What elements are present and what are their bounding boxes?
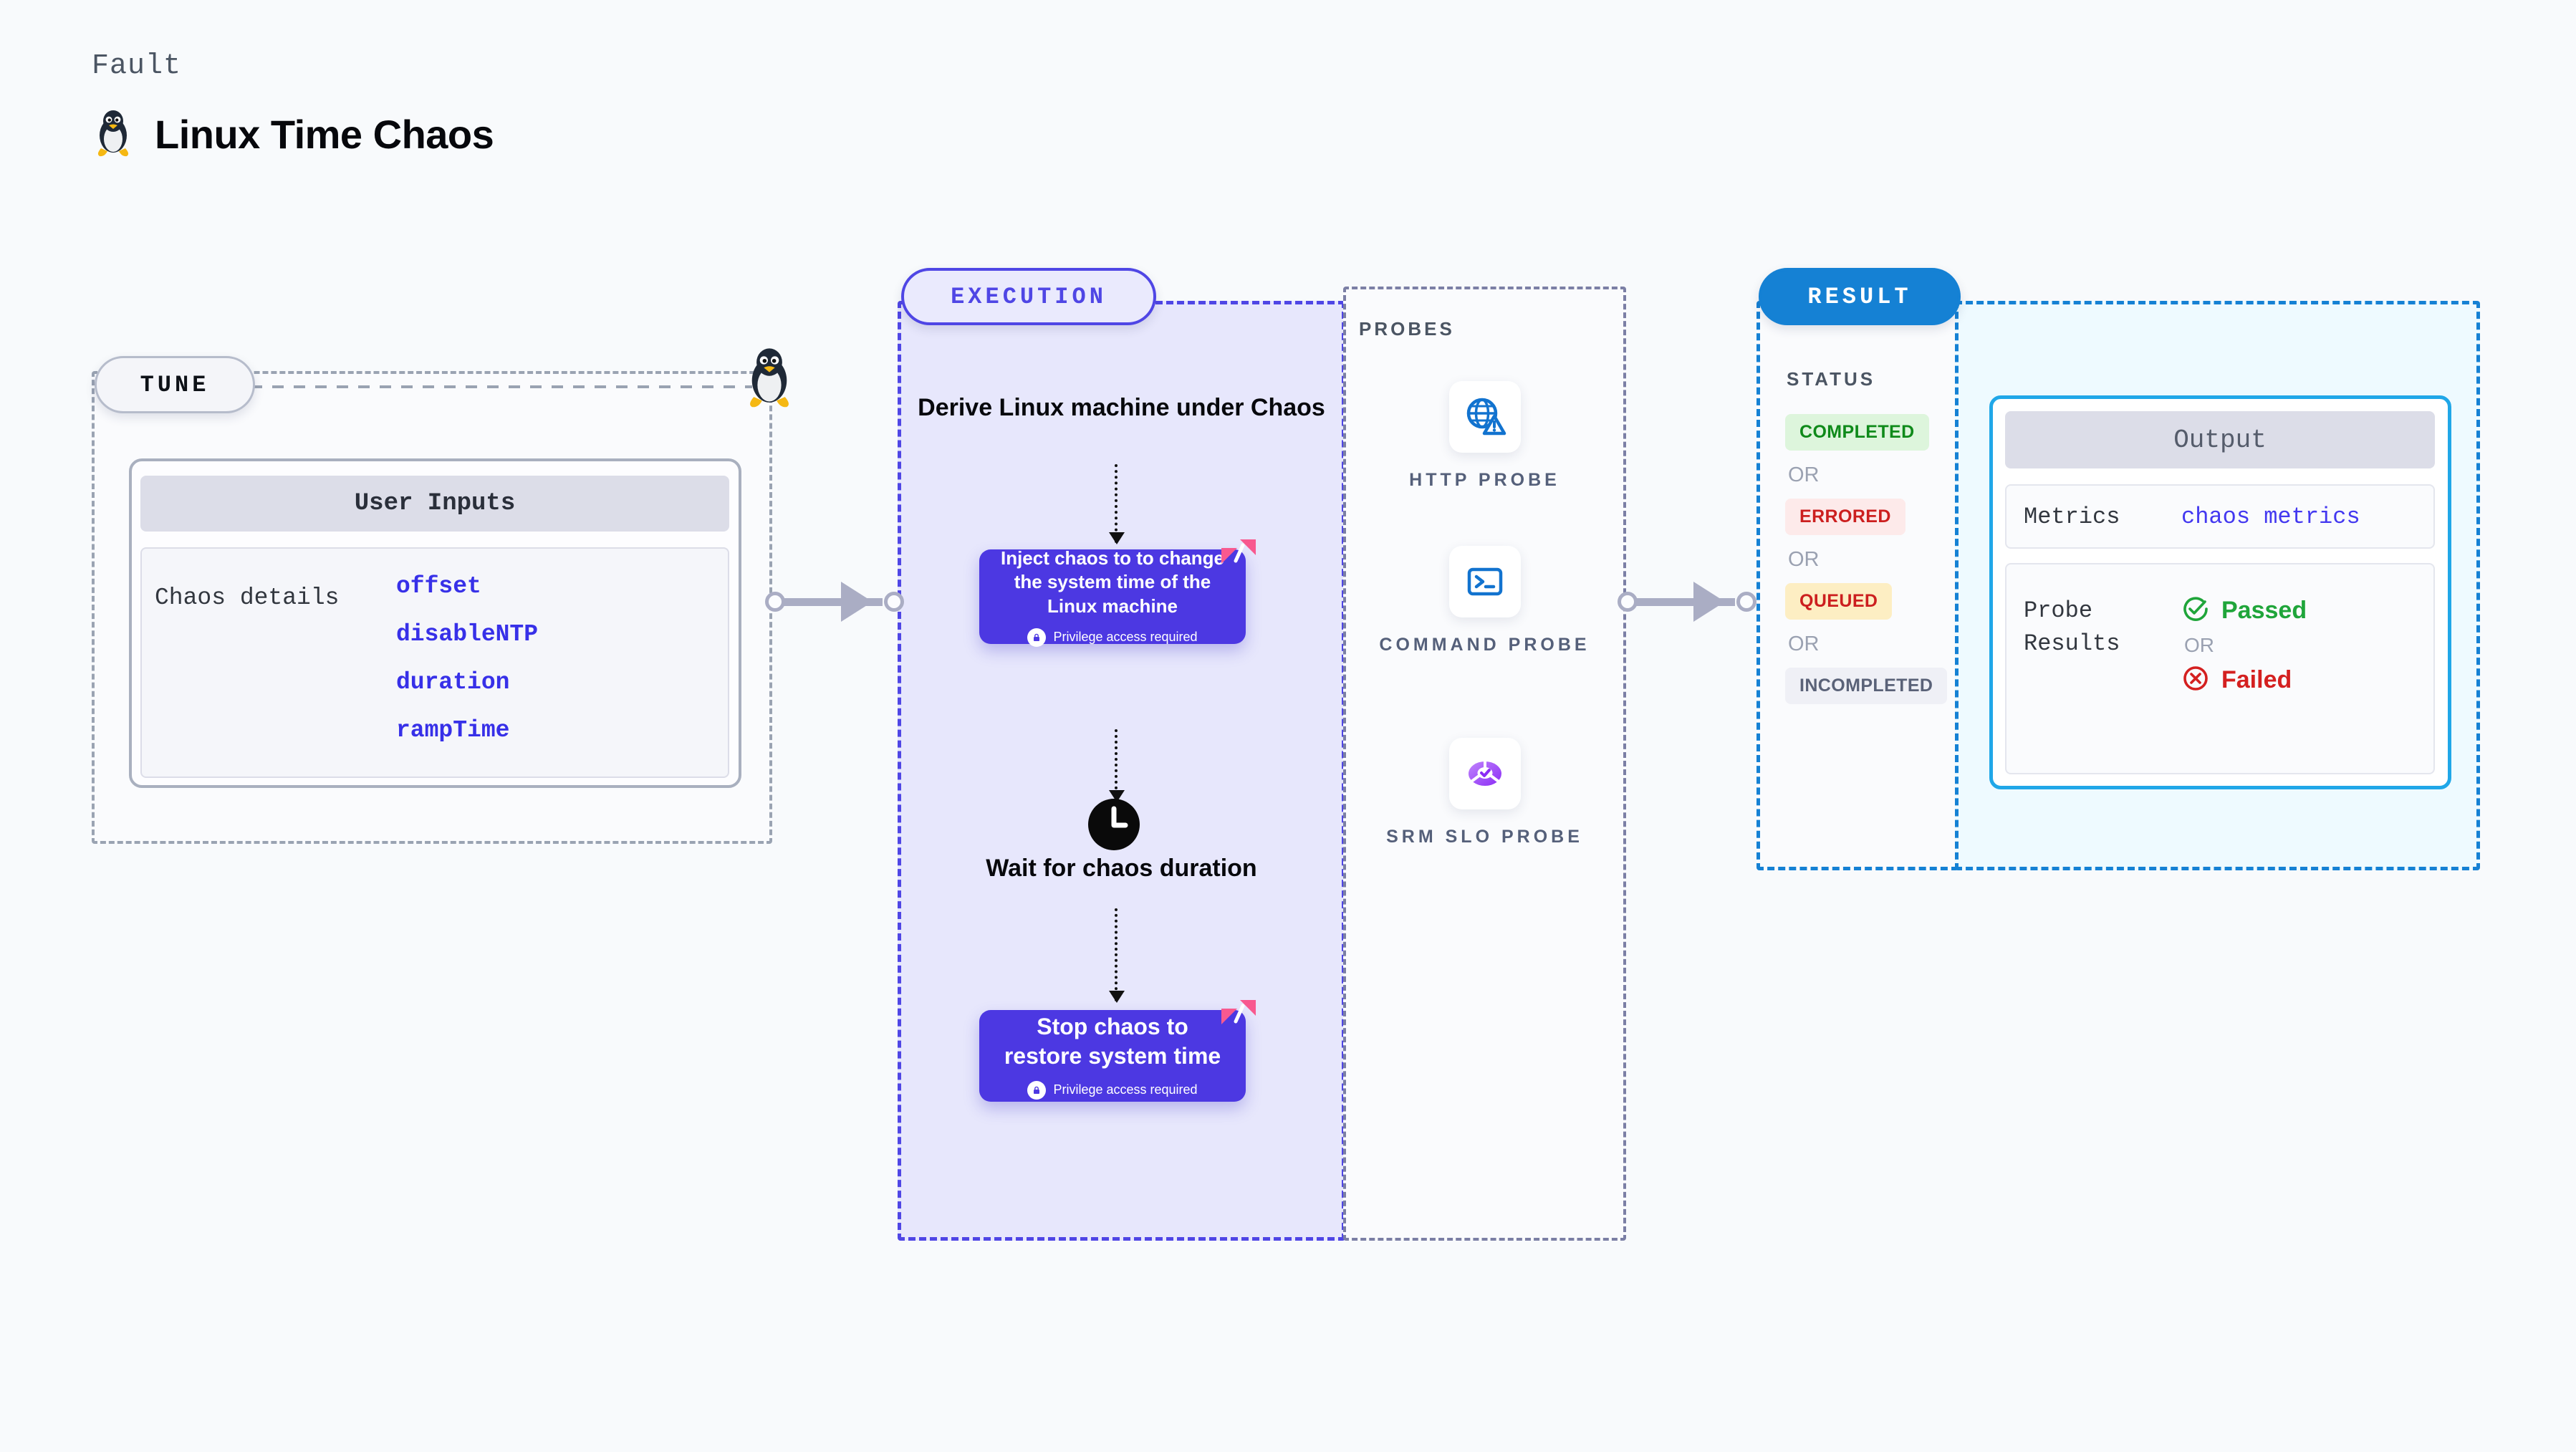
inject-chaos-box[interactable]: Inject chaos to to change the system tim…	[979, 539, 1256, 647]
or-separator: OR	[1788, 548, 1820, 571]
lock-icon	[1027, 1080, 1047, 1100]
inject-chaos-title: Inject chaos to to change the system tim…	[1000, 547, 1225, 617]
connector-tune-to-execution	[761, 580, 911, 623]
tune-pill[interactable]: TUNE	[95, 356, 255, 413]
metrics-row: Metrics chaos metrics	[2005, 484, 2435, 549]
probe-result-failed: Failed	[2181, 664, 2307, 696]
flow-arrow-down	[1109, 729, 1125, 802]
probe-results-key: Probe Results	[2024, 597, 2120, 658]
lock-icon	[1027, 628, 1047, 647]
privilege-text: Privilege access required	[1053, 630, 1198, 645]
status-badge-completed[interactable]: COMPLETED	[1785, 414, 1929, 451]
tune-top-dashed-line	[251, 385, 752, 388]
stop-chaos-title: Stop chaos to restore system time	[1004, 1014, 1221, 1069]
clock-icon	[1087, 797, 1141, 852]
stop-chaos-box[interactable]: Stop chaos to restore system time Privil…	[979, 1000, 1256, 1102]
probe-item-http[interactable]: HTTP PROBE	[1343, 381, 1626, 492]
linux-penguin-icon	[741, 344, 797, 410]
failed-label: Failed	[2221, 666, 2292, 693]
output-header: Output	[2005, 411, 2435, 468]
tune-param-ramptime[interactable]: rampTime	[396, 717, 510, 744]
privilege-text: Privilege access required	[1053, 1082, 1198, 1097]
probe-result-passed: Passed	[2181, 595, 2307, 627]
flow-arrow-down	[1109, 464, 1125, 544]
tune-param-duration[interactable]: duration	[396, 669, 510, 696]
tune-parameter-list: offset disableNTP duration rampTime	[396, 573, 538, 744]
connector-probes-to-result	[1613, 580, 1764, 623]
or-separator: OR	[2184, 634, 2214, 656]
probes-section-label: PROBES	[1359, 318, 1455, 340]
privilege-note: Privilege access required	[1027, 1080, 1198, 1100]
linux-penguin-icon	[92, 107, 135, 162]
check-circle-icon	[2181, 595, 2210, 627]
privilege-note: Privilege access required	[1027, 628, 1198, 647]
result-pill[interactable]: RESULT	[1759, 268, 1961, 325]
harness-logo-icon	[1219, 537, 1259, 577]
execution-pill[interactable]: EXECUTION	[901, 268, 1156, 325]
metrics-key: Metrics	[2024, 503, 2120, 530]
probe-results-row: Probe Results Passed OR Failed	[2005, 563, 2435, 774]
title-row: Linux Time Chaos	[92, 107, 494, 162]
or-separator: OR	[1788, 633, 1820, 655]
probe-results-values: Passed OR Failed	[2181, 595, 2307, 696]
or-separator: OR	[1788, 463, 1820, 486]
tune-inputs-body	[140, 547, 729, 778]
terminal-icon	[1448, 546, 1521, 617]
globe-warning-icon	[1448, 381, 1521, 453]
execution-step-title: Derive Linux machine under Chaos	[918, 394, 1325, 421]
status-options-list: COMPLETED OR ERRORED OR QUEUED OR INCOMP…	[1785, 414, 1964, 713]
probe-item-srm-slo[interactable]: SRM SLO PROBE	[1343, 738, 1626, 849]
chaos-details-label: Chaos details	[155, 585, 340, 611]
status-badge-errored[interactable]: ERRORED	[1785, 499, 1905, 535]
status-badge-incompleted[interactable]: INCOMPLETED	[1785, 668, 1948, 704]
harness-logo-icon	[1219, 997, 1259, 1037]
tune-param-disablentp[interactable]: disableNTP	[396, 621, 539, 648]
slo-donut-check-icon	[1448, 738, 1521, 809]
passed-label: Passed	[2221, 597, 2307, 624]
fault-kicker: Fault	[92, 50, 182, 82]
page-title: Linux Time Chaos	[155, 112, 494, 157]
metrics-value[interactable]: chaos metrics	[2181, 503, 2360, 530]
flow-arrow-down	[1109, 908, 1125, 1003]
page-header: Fault Linux Time Chaos	[92, 50, 494, 162]
status-badge-queued[interactable]: QUEUED	[1785, 583, 1893, 620]
x-circle-icon	[2181, 664, 2210, 696]
probe-item-command[interactable]: COMMAND PROBE	[1343, 546, 1626, 657]
status-label: STATUS	[1787, 368, 1876, 390]
user-inputs-header: User Inputs	[140, 476, 729, 532]
wait-duration-label: Wait for chaos duration	[986, 855, 1257, 882]
probe-label: SRM SLO PROBE	[1386, 827, 1583, 847]
probe-label: HTTP PROBE	[1409, 470, 1560, 490]
probe-label: COMMAND PROBE	[1379, 635, 1590, 655]
tune-param-offset[interactable]: offset	[396, 573, 481, 600]
